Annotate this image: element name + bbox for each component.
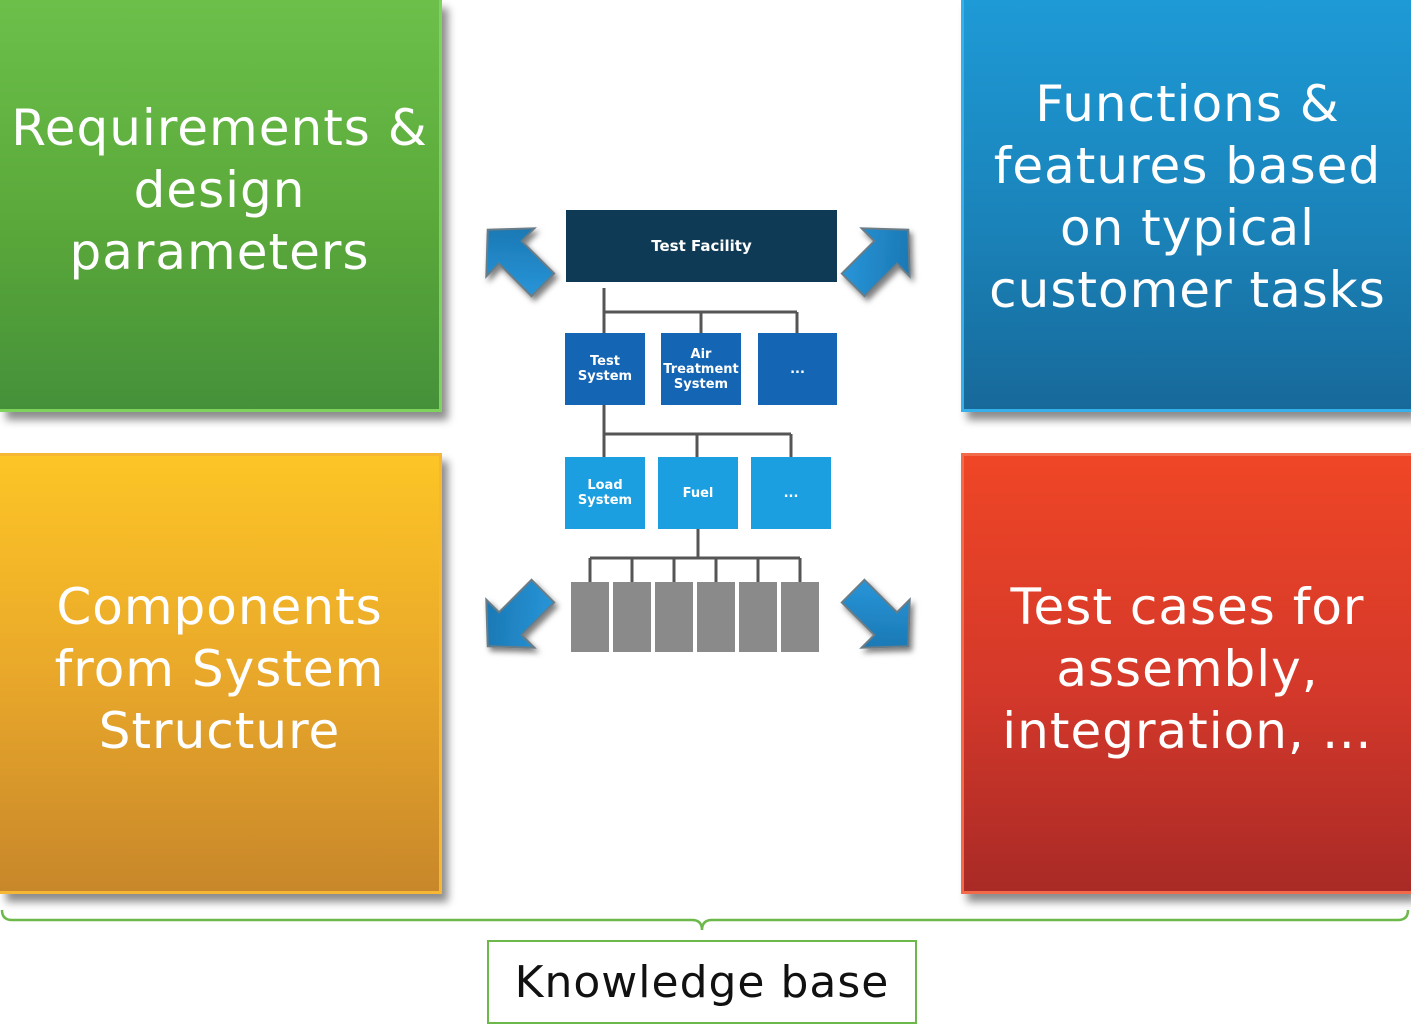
arrow-top-left-icon [485,227,556,298]
tree-leaf-box [781,582,819,652]
tree-root-label: Test Facility [651,237,752,255]
tree-level2-box: ... [758,333,837,405]
components-text: Components from System Structure [54,577,385,760]
knowledge-base-brace [0,909,1410,931]
knowledge-base-label: Knowledge base [487,940,917,1024]
tree-leaf-box [613,582,651,652]
arrow-bottom-right-icon [840,578,911,649]
requirements-text: Requirements & design parameters [11,98,428,281]
tree-level3-box: Fuel [658,457,738,529]
tree-level3-label: Load System [577,478,633,508]
functions-quadrant: Functions & features based on typical cu… [961,0,1411,412]
arrow-top-right-icon [840,227,911,298]
tree-level2-label: Air Treatment System [663,346,739,392]
tree-level3-box: Load System [565,457,645,529]
tree-level3-label: ... [783,485,799,501]
tree-level2-label: Test System [577,354,633,384]
tree-leaf-box [739,582,777,652]
tree-root-box: Test Facility [566,210,837,282]
functions-text: Functions & features based on typical cu… [989,75,1386,319]
arrow-bottom-left-icon [485,578,556,649]
tree-level3-label: Fuel [682,485,714,501]
test-cases-text: Test cases for assembly, integration, … [1002,577,1373,760]
requirements-quadrant: Requirements & design parameters [0,0,442,412]
tree-leaf-box [697,582,735,652]
knowledge-base-text: Knowledge base [514,956,890,1008]
tree-leaf-box [655,582,693,652]
tree-level3-box: ... [751,457,831,529]
tree-level2-box: Test System [565,333,645,405]
tree-level2-label: ... [790,361,805,377]
test-cases-quadrant: Test cases for assembly, integration, … [961,453,1411,894]
components-quadrant: Components from System Structure [0,453,442,894]
tree-level2-box: Air Treatment System [661,333,741,405]
tree-leaf-box [571,582,609,652]
tree-connectors [588,288,802,582]
